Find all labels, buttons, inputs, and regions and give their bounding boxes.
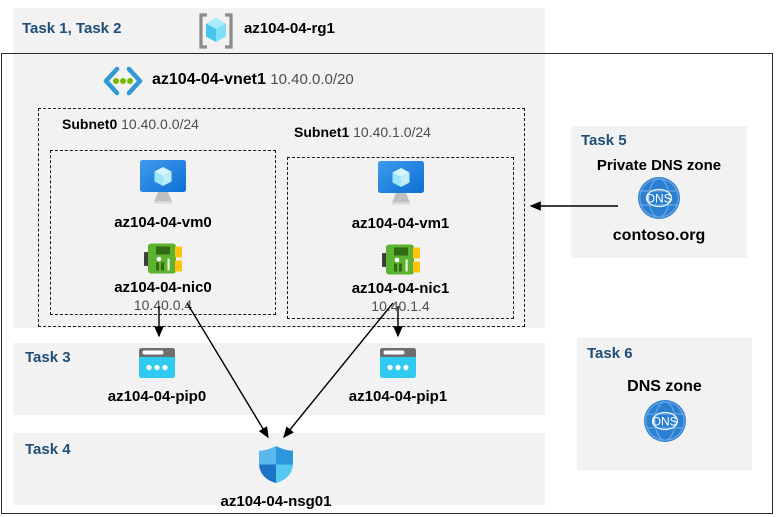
- vnet-region: az104-04-vnet1 10.40.0.0/20 Subnet0 10.4…: [13, 54, 545, 328]
- private-dns-icon: DNS: [638, 177, 680, 224]
- subnet0-box: az104-04-vm0 az104-04-nic0: [50, 150, 276, 315]
- task5-label: Task 5: [581, 132, 627, 149]
- pip1-name: az104-04-pip1: [348, 388, 448, 405]
- pip0-name: az104-04-pip0: [107, 388, 207, 405]
- pip1-icon: [380, 348, 416, 383]
- nic1-icon: [381, 243, 420, 281]
- vm0-icon: [140, 160, 186, 210]
- nsg-name: az104-04-nsg01: [220, 493, 332, 510]
- vm1-name: az104-04-vm1: [351, 215, 450, 232]
- private-dns-icon-text: DNS: [646, 192, 671, 206]
- task4-band: Task 4 az104-04-nsg0: [13, 433, 545, 510]
- dns-zone-icon: DNS: [643, 400, 686, 447]
- subnet0-name: Subnet0: [62, 116, 118, 132]
- subnet1-label: Subnet1 10.40.1.0/24: [294, 124, 431, 140]
- nsg-group: az104-04-nsg01: [196, 446, 356, 510]
- nic1-ip: 10.40.1.4: [371, 298, 430, 314]
- private-dns-zone-name: contoso.org: [612, 227, 706, 244]
- dns-zone-icon-text: DNS: [652, 415, 677, 429]
- task4-label: Task 4: [25, 441, 71, 458]
- vnet-title: az104-04-vnet1 10.40.0.0/20: [152, 71, 354, 89]
- task-1-2-label: Task 1, Task 2: [22, 20, 122, 37]
- pip1-group: az104-04-pip1: [318, 348, 478, 405]
- subnet1-cidr: 10.40.1.0/24: [353, 124, 431, 140]
- nic0-ip: 10.40.0.4: [133, 297, 193, 313]
- vnet-name: az104-04-vnet1: [152, 71, 266, 88]
- diagram-outer-border: [1, 53, 773, 514]
- task5-box: Task 5 Private DNS zone DNS contoso.org: [571, 126, 747, 258]
- task3-label: Task 3: [25, 349, 71, 366]
- subnet1-box: az104-04-vm1 az104-04-nic1: [287, 157, 514, 319]
- pip0-icon: [139, 348, 175, 383]
- vm1-icon: [377, 161, 424, 211]
- nic0-name: az104-04-nic0: [114, 279, 212, 296]
- task6-box: Task 6 DNS zone DNS: [577, 338, 752, 470]
- task6-label: Task 6: [587, 345, 633, 362]
- vnet-icon: [103, 66, 143, 101]
- task3-band: Task 3 az104-04-pip0: [13, 343, 545, 415]
- subnet1-name: Subnet1: [294, 124, 350, 140]
- dns-zone-title: DNS zone: [627, 378, 702, 395]
- private-dns-zone-title: Private DNS zone: [596, 157, 722, 174]
- resource-group-icon: [197, 7, 235, 58]
- nic0-icon: [144, 242, 182, 280]
- nic1-name: az104-04-nic1: [351, 280, 450, 297]
- subnet0-cidr: 10.40.0.0/24: [121, 116, 199, 132]
- resource-group-band: Task 1, Task 2 az104-04-rg1: [13, 8, 545, 53]
- subnets-container: [38, 108, 525, 327]
- pip0-group: az104-04-pip0: [77, 348, 237, 405]
- nsg-shield-icon: [259, 446, 293, 488]
- resource-group-name: az104-04-rg1: [244, 20, 335, 37]
- subnet0-label: Subnet0 10.40.0.0/24: [62, 116, 199, 132]
- vnet-cidr: 10.40.0.0/20: [270, 71, 354, 88]
- vm0-name: az104-04-vm0: [114, 214, 212, 231]
